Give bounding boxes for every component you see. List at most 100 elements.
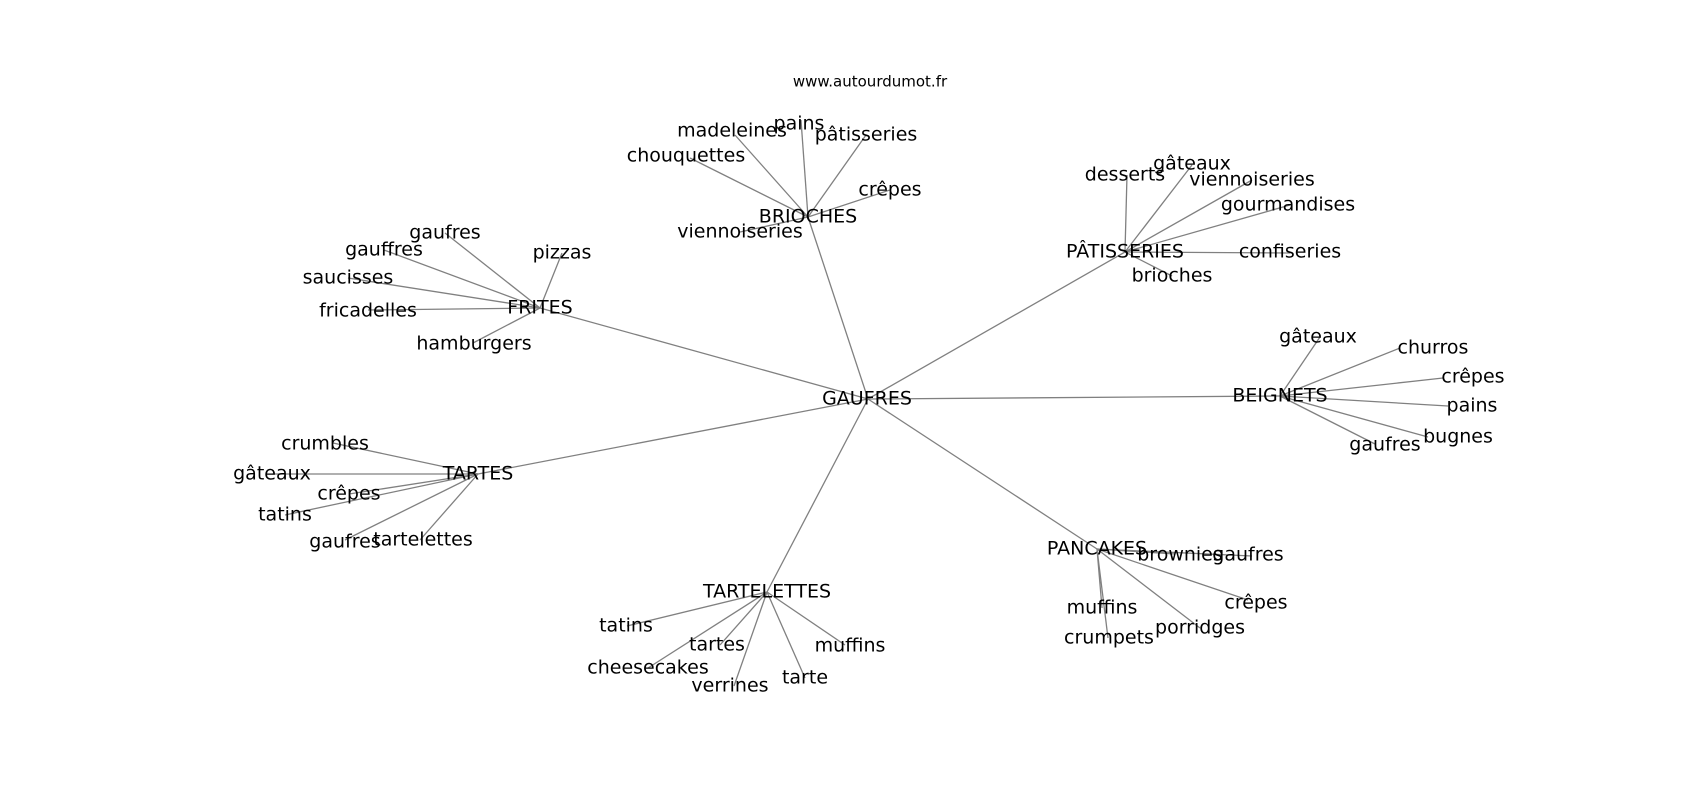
edge-pancakes-crumpets	[1096, 548, 1109, 639]
edge-patisseries-brioches	[1124, 251, 1173, 277]
leaf-label-tartelettes-tarte[interactable]: tarte	[782, 667, 828, 689]
leaf-label-patisseries-brioches[interactable]: brioches	[1132, 265, 1213, 287]
edge-center-tartelettes	[766, 398, 869, 593]
leaf-label-tartelettes-muffins[interactable]: muffins	[815, 635, 886, 657]
edge-patisseries-desserts	[1124, 174, 1128, 253]
edge-pancakes-crepes	[1096, 548, 1249, 601]
leaf-label-pancakes-brownies[interactable]: brownies	[1137, 544, 1223, 566]
edge-patisseries-confiseries	[1124, 251, 1291, 254]
hub-label-beignets[interactable]: BEIGNETS	[1232, 385, 1327, 407]
edge-center-patisseries	[867, 251, 1126, 400]
edge-tartelettes-cheesecakes	[647, 591, 768, 669]
leaf-label-tartes-tartelettes[interactable]: tartelettes	[373, 529, 473, 551]
leaf-label-pancakes-muffins[interactable]: muffins	[1067, 597, 1138, 619]
edge-center-pancakes	[867, 398, 1098, 550]
leaf-label-tartes-crepes[interactable]: crêpes	[317, 483, 380, 505]
edge-tartelettes-tatins	[626, 591, 768, 627]
edge-beignets-churros	[1279, 347, 1401, 397]
leaf-label-beignets-pains[interactable]: pains	[1447, 395, 1498, 417]
edge-tartes-crumbles	[332, 442, 479, 475]
edge-brioches-chouquettes	[689, 157, 809, 218]
edge-brioches-madeleines	[734, 134, 809, 218]
leaf-label-frites-saucisses[interactable]: saucisses	[303, 267, 394, 289]
leaf-label-beignets-gaufres[interactable]: gaufres	[1349, 434, 1420, 456]
hub-label-tartelettes[interactable]: TARTELETTES	[702, 581, 831, 603]
leaf-label-beignets-gateaux[interactable]: gâteaux	[1279, 326, 1357, 348]
edge-beignets-gateaux	[1279, 336, 1321, 397]
hub-label-patisseries[interactable]: PÂTISSERIES	[1066, 240, 1184, 263]
leaf-label-beignets-crepes[interactable]: crêpes	[1441, 366, 1504, 388]
leaf-label-patisseries-viennoiseries[interactable]: viennoiseries	[1189, 169, 1314, 191]
edge-patisseries-viennoiseries	[1124, 179, 1253, 253]
leaf-label-brioches-chouquettes[interactable]: chouquettes	[627, 145, 745, 167]
leaf-label-tartes-tatins[interactable]: tatins	[258, 504, 312, 526]
edge-frites-hamburgers	[472, 307, 541, 344]
edge-beignets-pains	[1279, 395, 1449, 407]
edge-brioches-viennoiseries	[739, 216, 809, 233]
leaf-label-brioches-madeleines[interactable]: madeleines	[677, 120, 787, 142]
leaf-label-patisseries-desserts[interactable]: desserts	[1085, 164, 1165, 186]
leaf-label-pancakes-porridges[interactable]: porridges	[1155, 617, 1245, 639]
leaf-label-brioches-viennoiseries[interactable]: viennoiseries	[677, 221, 802, 243]
edge-beignets-gaufres	[1279, 395, 1376, 445]
edge-brioches-pains	[800, 119, 809, 218]
edge-patisseries-gateaux	[1124, 164, 1193, 253]
edge-tartes-tartelettes	[419, 473, 479, 541]
edge-tartelettes-tartes	[719, 591, 768, 646]
edge-brioches-patisseries	[807, 134, 867, 218]
center-node-label[interactable]: GAUFRES	[822, 388, 912, 410]
edge-tartelettes-tarte	[766, 591, 806, 679]
site-credit[interactable]: www.autourdumot.fr	[793, 73, 948, 91]
edge-frites-saucisses	[347, 277, 541, 309]
edge-center-beignets	[867, 395, 1281, 400]
edge-brioches-crepes	[807, 189, 891, 218]
edge-tartelettes-verrines	[733, 591, 768, 687]
edge-tartelettes-muffins	[766, 591, 846, 646]
edge-pancakes-porridges	[1096, 548, 1201, 629]
edge-tartes-gaufres	[344, 473, 479, 541]
leaf-label-tartes-gateaux[interactable]: gâteaux	[233, 463, 311, 485]
leaf-label-pancakes-gaufres[interactable]: gaufres	[1212, 544, 1283, 566]
leaf-label-beignets-churros[interactable]: churros	[1398, 337, 1469, 359]
leaf-label-brioches-pains[interactable]: pains	[774, 113, 825, 135]
edge-beignets-crepes	[1279, 377, 1444, 397]
edge-center-frites	[539, 307, 869, 400]
leaf-label-frites-gaufres[interactable]: gaufres	[409, 222, 480, 244]
hub-label-frites[interactable]: FRITES	[507, 297, 572, 319]
leaf-label-tartelettes-verrines[interactable]: verrines	[691, 675, 768, 697]
leaf-label-frites-hamburgers[interactable]: hamburgers	[416, 333, 531, 355]
edge-frites-fricadelles	[367, 307, 541, 311]
hub-label-pancakes[interactable]: PANCAKES	[1047, 538, 1147, 560]
edge-center-brioches	[807, 216, 869, 400]
leaf-label-frites-fricadelles[interactable]: fricadelles	[319, 300, 417, 322]
leaf-label-patisseries-gateaux[interactable]: gâteaux	[1153, 153, 1231, 175]
edge-tartes-crepes	[348, 473, 479, 495]
leaf-label-tartelettes-cheesecakes[interactable]: cheesecakes	[587, 657, 708, 679]
leaf-label-tartelettes-tartes[interactable]: tartes	[689, 634, 745, 656]
leaf-label-pancakes-crumpets[interactable]: crumpets	[1064, 627, 1154, 649]
edge-pancakes-gaufres	[1096, 548, 1253, 557]
edge-frites-gaufres	[444, 232, 541, 309]
edge-tartes-tatins	[284, 473, 479, 516]
leaf-label-frites-gauffres[interactable]: gauffres	[345, 239, 423, 261]
leaf-label-brioches-patisseries[interactable]: pâtisseries	[815, 124, 918, 146]
leaf-label-patisseries-confiseries[interactable]: confiseries	[1239, 241, 1341, 263]
edge-center-tartes	[477, 398, 869, 475]
leaf-label-frites-pizzas[interactable]: pizzas	[533, 242, 592, 264]
leaf-label-tartes-gaufres[interactable]: gaufres	[309, 531, 380, 553]
edges-layer	[272, 119, 1449, 687]
labels-layer: www.autourdumot.fr madeleinespainspâtiss…	[233, 73, 1504, 697]
leaf-label-brioches-crepes[interactable]: crêpes	[858, 179, 921, 201]
leaf-label-tartes-crumbles[interactable]: crumbles	[281, 433, 369, 455]
leaf-label-tartelettes-tatins[interactable]: tatins	[599, 615, 653, 637]
hub-label-tartes[interactable]: TARTES	[442, 463, 514, 485]
edge-beignets-bugnes	[1279, 395, 1429, 438]
leaf-label-beignets-bugnes[interactable]: bugnes	[1423, 426, 1493, 448]
edge-frites-pizzas	[539, 252, 563, 309]
hub-label-brioches[interactable]: BRIOCHES	[759, 206, 857, 228]
edge-patisseries-gourmandises	[1124, 204, 1291, 253]
leaf-label-pancakes-crepes[interactable]: crêpes	[1224, 592, 1287, 614]
edge-frites-gauffres	[383, 249, 541, 309]
leaf-label-patisseries-gourmandises[interactable]: gourmandises	[1221, 194, 1355, 216]
